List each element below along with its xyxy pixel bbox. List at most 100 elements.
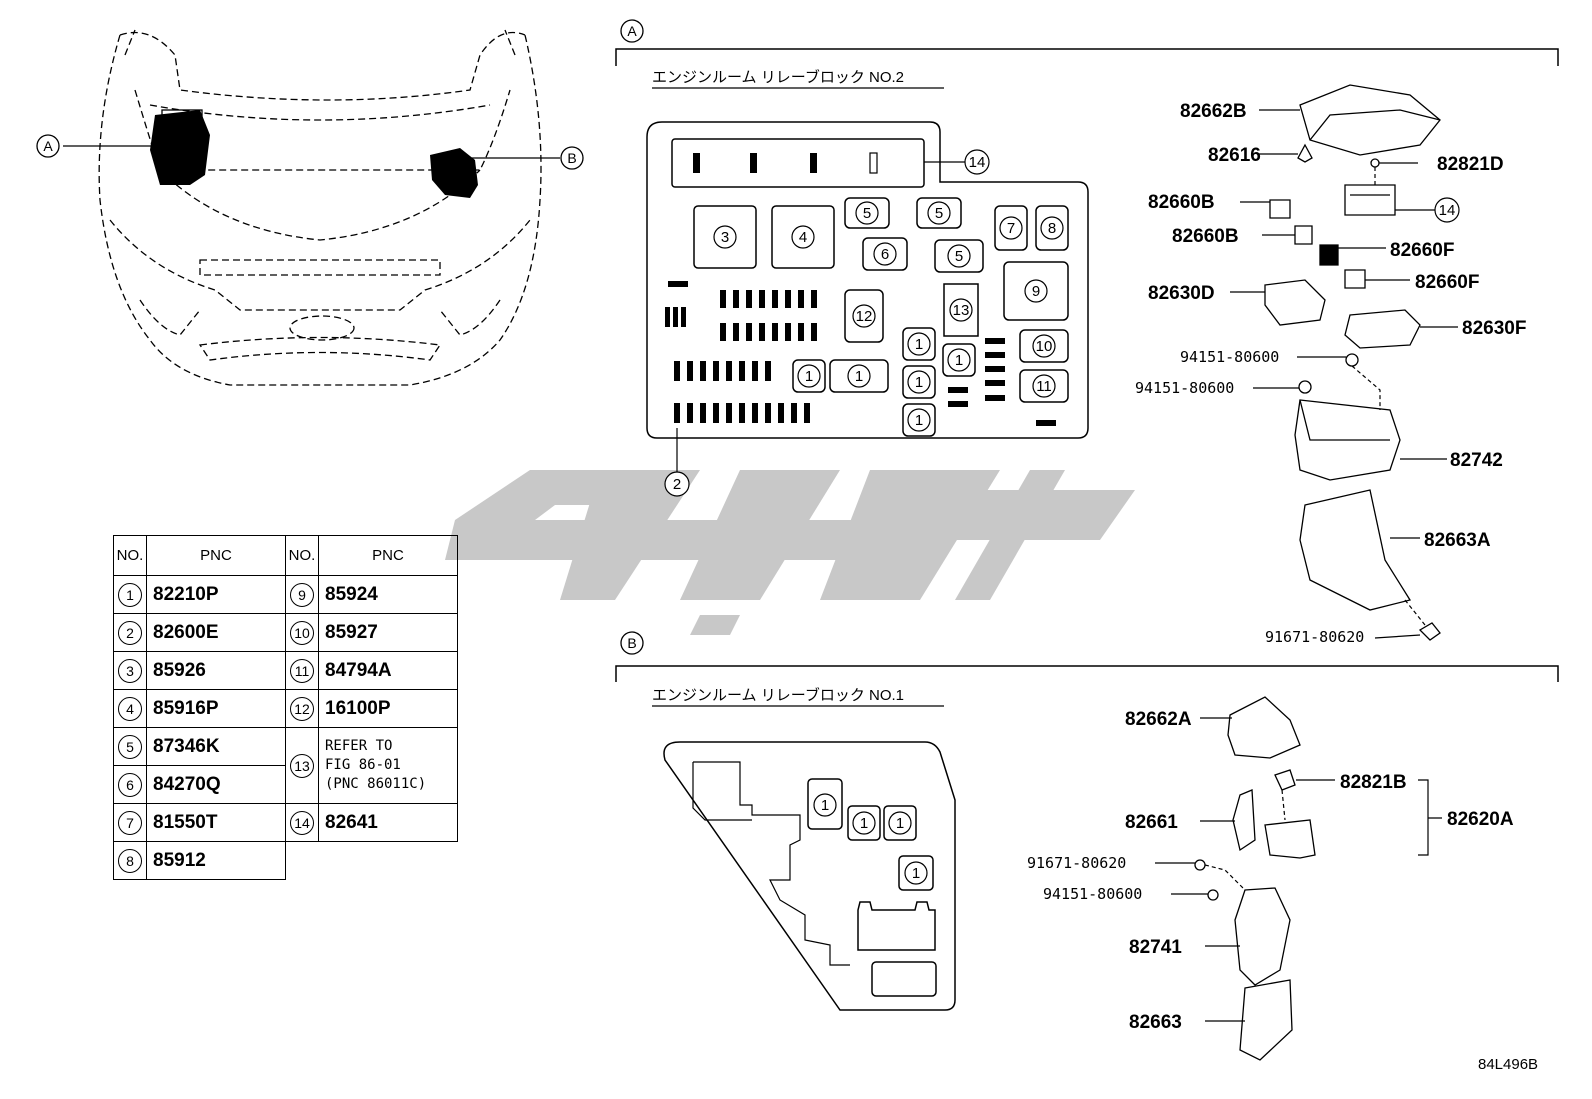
svg-text:1: 1: [855, 368, 863, 385]
svg-text:1: 1: [860, 815, 868, 832]
svg-text:7: 7: [1007, 220, 1015, 237]
section-b-header: B エンジンルーム リレーブロック NO.1: [615, 631, 1559, 707]
svg-text:14: 14: [969, 154, 986, 171]
svg-text:14: 14: [1439, 202, 1456, 219]
part-94151-b: 94151-80600: [1043, 885, 1142, 903]
part-82662b: 82662B: [1180, 101, 1247, 122]
row-pnc: 81550T: [146, 803, 286, 842]
svg-text:A: A: [43, 138, 53, 154]
part-94151-2: 94151-80600: [1135, 379, 1234, 397]
car-callout-b: B: [560, 146, 584, 170]
svg-text:5: 5: [955, 248, 963, 265]
relay-block-no2: [646, 121, 1089, 439]
exploded-parts-b-labels: 82662A 82821B 82620A 82661 82741 82663: [1125, 709, 1514, 1033]
header-pnc-right: PNC: [318, 535, 458, 576]
car-callout-a: A: [36, 134, 60, 158]
svg-text:1: 1: [915, 374, 923, 391]
part-82630f: 82630F: [1462, 318, 1526, 339]
row-pnc-reference: REFER TO FIG 86-01 (PNC 86011C): [318, 727, 458, 804]
svg-text:4: 4: [799, 229, 807, 246]
row-number: 2: [118, 620, 142, 645]
section-b-title: エンジンルーム リレーブロック NO.1: [652, 686, 904, 704]
row-pnc: 87346K: [146, 727, 286, 766]
part-91671-b: 91671-80620: [1027, 854, 1126, 872]
section-a-title: エンジンルーム リレーブロック NO.2: [652, 68, 904, 86]
row-pnc: 84794A: [318, 651, 458, 690]
relay-block-no2-location: [150, 109, 210, 185]
row-number: 7: [118, 810, 142, 835]
row-number: 1: [118, 582, 142, 607]
drawing-code: 84L496B: [1478, 1056, 1538, 1073]
part-91671: 91671-80620: [1265, 628, 1364, 646]
row-pnc: 85924: [318, 575, 458, 614]
part-82660b-2: 82660B: [1172, 226, 1239, 247]
relay-block-no2-callouts: 3 4 5 5 5 6 7 8 9 12 13 10 11 1 1 1 1 1 …: [664, 149, 1064, 497]
svg-text:1: 1: [821, 797, 829, 814]
row-number: 13: [290, 753, 314, 778]
svg-text:1: 1: [955, 352, 963, 369]
row-number: 11: [290, 658, 314, 683]
row-number: 3: [118, 658, 142, 683]
part-82821b: 82821B: [1340, 772, 1407, 793]
header-pnc-left: PNC: [146, 535, 286, 576]
part-82741: 82741: [1129, 937, 1182, 958]
row-pnc: 84270Q: [146, 765, 286, 804]
part-82660f-2: 82660F: [1415, 272, 1479, 293]
svg-text:6: 6: [881, 246, 889, 263]
table-row: 7 81550T 14 82641: [113, 803, 458, 842]
row-pnc: 82600E: [146, 613, 286, 652]
table-header-row: NO. PNC NO. PNC: [113, 535, 458, 576]
relay-block-no1-location: [430, 148, 478, 198]
svg-text:13: 13: [953, 302, 970, 319]
svg-text:2: 2: [673, 476, 681, 493]
row-number: 4: [118, 696, 142, 721]
row-pnc: 82641: [318, 803, 458, 842]
row-pnc: 82210P: [146, 575, 286, 614]
part-82660f-1: 82660F: [1390, 240, 1454, 261]
part-82661: 82661: [1125, 812, 1178, 833]
part-94151-1: 94151-80600: [1180, 348, 1279, 366]
svg-text:1: 1: [805, 368, 813, 385]
svg-text:1: 1: [896, 815, 904, 832]
svg-text:1: 1: [912, 865, 920, 882]
table-row: 6 84270Q: [113, 765, 458, 804]
svg-text:5: 5: [935, 205, 943, 222]
row-pnc: 85912: [146, 841, 286, 880]
section-a-header: A エンジンルーム リレーブロック NO.2: [615, 19, 1559, 89]
part-82663: 82663: [1129, 1012, 1182, 1033]
svg-text:8: 8: [1048, 220, 1056, 237]
relay-block-no2-leaders: [676, 161, 965, 472]
part-82663a: 82663A: [1424, 530, 1491, 551]
row-number: 14: [290, 810, 314, 835]
svg-text:11: 11: [1036, 378, 1052, 395]
row-pnc: 85927: [318, 613, 458, 652]
row-number: 5: [118, 734, 142, 759]
svg-text:12: 12: [856, 308, 873, 325]
table-row: 2 82600E 10 85927: [113, 613, 458, 652]
relay-block-no1: [663, 741, 956, 1011]
car-front-view: [98, 29, 542, 386]
svg-text:3: 3: [721, 229, 729, 246]
part-82660b-1: 82660B: [1148, 192, 1215, 213]
relay-block-no1-callouts: 1 1 1 1: [813, 793, 928, 885]
row-number: 12: [290, 696, 314, 721]
pnc-table: NO. PNC NO. PNC 1 82210P 9 85924 2 82600…: [113, 535, 458, 880]
row-pnc: 85926: [146, 651, 286, 690]
svg-text:A: A: [627, 23, 637, 39]
exploded-parts-a-callout-14: 14: [1434, 197, 1460, 223]
svg-text:B: B: [567, 150, 576, 166]
row-number: 6: [118, 772, 142, 797]
part-82821d: 82821D: [1437, 154, 1504, 175]
part-82742: 82742: [1450, 450, 1503, 471]
watermark: [445, 470, 1135, 635]
table-row: 5 87346K 13 REFER TO FIG 86-01 (PNC 8601…: [113, 727, 458, 804]
table-row: 8 85912: [113, 841, 458, 880]
exploded-parts-a-bolt-labels: 94151-80600 94151-80600 91671-80620: [1135, 348, 1364, 646]
svg-text:5: 5: [863, 205, 871, 222]
svg-text:10: 10: [1036, 338, 1053, 355]
header-no-right: NO.: [285, 535, 319, 576]
exploded-parts-b-leaders: [1155, 717, 1442, 1022]
relay-block-no2-fuses: [665, 152, 1056, 426]
